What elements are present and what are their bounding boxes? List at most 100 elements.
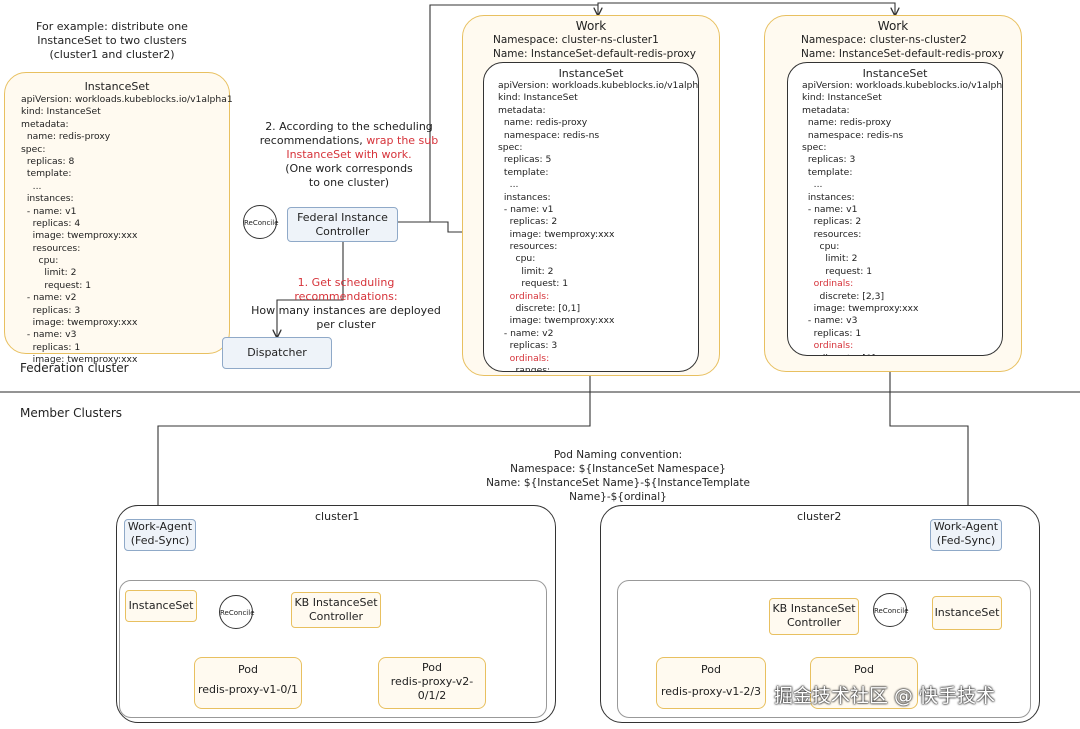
work-agent-line: (Fed-Sync): [130, 534, 190, 547]
work2-box: Work Namespace: cluster-ns-cluster2 Name…: [764, 15, 1022, 372]
pod-name: redis-proxy-v2-: [390, 675, 474, 688]
cluster1-kb-controller[interactable]: KB InstanceSet Controller: [291, 592, 381, 628]
pod-naming-line: Namespace: ${InstanceSet Namespace}: [510, 463, 726, 475]
step1-line: per cluster: [316, 318, 376, 331]
pod-naming-convention: Pod Naming convention: Namespace: ${Inst…: [448, 448, 788, 504]
kb-controller-line: Controller: [308, 610, 364, 623]
yaml-line: image: twemproxy:xxx: [498, 315, 615, 327]
watermark: 掘金技术社区 @ 快手技术: [774, 685, 996, 707]
yaml-line: replicas: 1: [802, 327, 862, 339]
step2-line: 2. According to the scheduling: [265, 120, 433, 133]
yaml-line: request: 1: [802, 265, 873, 277]
step2-line: InstanceSet with work.: [286, 148, 412, 161]
step1-line: 1. Get scheduling recommendations:: [294, 276, 398, 303]
instanceset-label: InstanceSet: [128, 599, 194, 612]
work2-instanceset-title: InstanceSet: [862, 67, 928, 80]
yaml-line: instances:: [498, 191, 551, 203]
federation-cluster-label: Federation cluster: [20, 361, 129, 375]
cluster1-pod1[interactable]: Pod redis-proxy-v1-0/1: [194, 657, 302, 709]
work1-title: Work: [575, 19, 607, 33]
work2-namespace: Namespace: cluster-ns-cluster2: [801, 34, 967, 46]
yaml-line: instances:: [802, 191, 855, 203]
cluster1-work-agent[interactable]: Work-Agent (Fed-Sync): [124, 519, 196, 551]
yaml-line: - name: v3: [21, 329, 77, 341]
pod-name: redis-proxy-v1-0/1: [197, 683, 299, 696]
yaml-line: spec:: [802, 141, 827, 153]
yaml-line: image: twemproxy:xxx: [21, 317, 138, 329]
intro-line: (cluster1 and cluster2): [49, 48, 175, 61]
yaml-line: image: twemproxy:xxx: [498, 228, 615, 240]
pod-name: 0/1/2: [417, 689, 447, 702]
source-instanceset-title: InstanceSet: [84, 80, 150, 93]
yaml-line: discrete: [0]: [802, 353, 1002, 355]
yaml-line: kind: InstanceSet: [21, 106, 101, 118]
cluster2-instanceset[interactable]: InstanceSet: [932, 596, 1002, 630]
cluster2-work-agent[interactable]: Work-Agent (Fed-Sync): [930, 519, 1002, 551]
pod-name: redis-proxy-v1-2/3: [660, 685, 762, 698]
yaml-line: - name: v2: [21, 292, 77, 304]
yaml-line: metadata:: [498, 104, 546, 116]
instanceset-label: InstanceSet: [934, 606, 1000, 619]
yaml-line: template:: [21, 168, 72, 180]
step1-line: How many instances are deployed: [251, 304, 441, 317]
reconcile-icon: ReConcile: [243, 205, 279, 239]
dispatcher[interactable]: Dispatcher: [222, 337, 332, 369]
yaml-line: replicas: 2: [802, 216, 862, 228]
reconcile-label: ReConcile: [244, 219, 279, 227]
kb-controller-line: KB InstanceSet: [294, 596, 378, 609]
member-clusters-label: Member Clusters: [20, 406, 123, 420]
yaml-line: name: redis-proxy: [802, 117, 892, 129]
yaml-line: discrete: [0,1]: [498, 303, 581, 315]
work2-instanceset: InstanceSet apiVersion: workloads.kubebl…: [787, 62, 1003, 356]
federal-instance-controller[interactable]: Federal Instance Controller: [287, 207, 398, 242]
yaml-line: - name: v2: [498, 327, 554, 339]
yaml-line: apiVersion: workloads.kubeblocks.io/v1al…: [802, 80, 1003, 91]
intro-text: For example: distribute one InstanceSet …: [22, 20, 202, 62]
work2-yaml: apiVersion: workloads.kubeblocks.io/v1al…: [802, 80, 1003, 355]
yaml-line: spec:: [498, 141, 523, 153]
reconcile-label: ReConcile: [874, 607, 909, 615]
yaml-line: request: 1: [498, 278, 569, 290]
work2-title: Work: [877, 19, 909, 33]
pod-title: Pod: [238, 663, 258, 676]
cluster2-pod2[interactable]: Pod: [810, 657, 918, 709]
cluster1-instanceset[interactable]: InstanceSet: [125, 590, 197, 622]
yaml-line: limit: 2: [498, 265, 554, 277]
yaml-line: namespace: redis-ns: [498, 129, 600, 141]
yaml-line: ...: [498, 179, 519, 191]
work-agent-line: Work-Agent: [933, 520, 999, 533]
cluster2-pod1[interactable]: Pod redis-proxy-v1-2/3: [656, 657, 766, 709]
yaml-line: metadata:: [21, 118, 69, 130]
yaml-line: ordinals:: [802, 278, 854, 290]
yaml-line: kind: InstanceSet: [802, 92, 882, 104]
work1-box: Work Namespace: cluster-ns-cluster1 Name…: [462, 15, 720, 376]
yaml-line: name: redis-proxy: [498, 117, 588, 129]
pod-naming-line: Name: ${InstanceSet Name}-${InstanceTemp…: [486, 477, 750, 503]
work1-meta: Namespace: cluster-ns-cluster1 Name: Ins…: [493, 33, 719, 61]
federal-controller-line: Federal Instance: [297, 211, 388, 224]
pod-naming-title: Pod Naming convention:: [553, 449, 683, 461]
cluster1-pod2[interactable]: Pod redis-proxy-v2- 0/1/2: [378, 657, 486, 709]
yaml-line: replicas: 2: [498, 216, 558, 228]
federal-controller-line: Controller: [315, 225, 370, 238]
yaml-line: resources:: [802, 228, 862, 240]
work2-name: Name: InstanceSet-default-redis-proxy: [801, 48, 1004, 60]
yaml-line: - name: v3: [802, 315, 858, 327]
yaml-line: replicas: 3: [21, 304, 81, 316]
yaml-line: image: twemproxy:xxx: [21, 354, 138, 366]
cluster2-kb-controller[interactable]: KB InstanceSet Controller: [769, 598, 859, 635]
yaml-line: apiVersion: workloads.kubeblocks.io/v1al…: [21, 94, 233, 105]
pod-title: Pod: [701, 663, 721, 676]
yaml-line: - name: v1: [802, 203, 858, 215]
yaml-line: replicas: 5: [498, 154, 552, 166]
yaml-line: ranges:: [498, 364, 551, 372]
yaml-line: discrete: [2,3]: [802, 290, 885, 302]
cluster2-label: cluster2: [797, 510, 842, 523]
yaml-line: template:: [498, 166, 549, 178]
work-agent-line: Work-Agent: [127, 520, 193, 533]
work2-meta: Namespace: cluster-ns-cluster2 Name: Ins…: [801, 33, 1021, 61]
yaml-line: - name: v1: [498, 203, 554, 215]
kb-controller-line: KB InstanceSet: [772, 602, 856, 615]
yaml-line: metadata:: [802, 104, 850, 116]
yaml-line: limit: 2: [21, 267, 77, 279]
